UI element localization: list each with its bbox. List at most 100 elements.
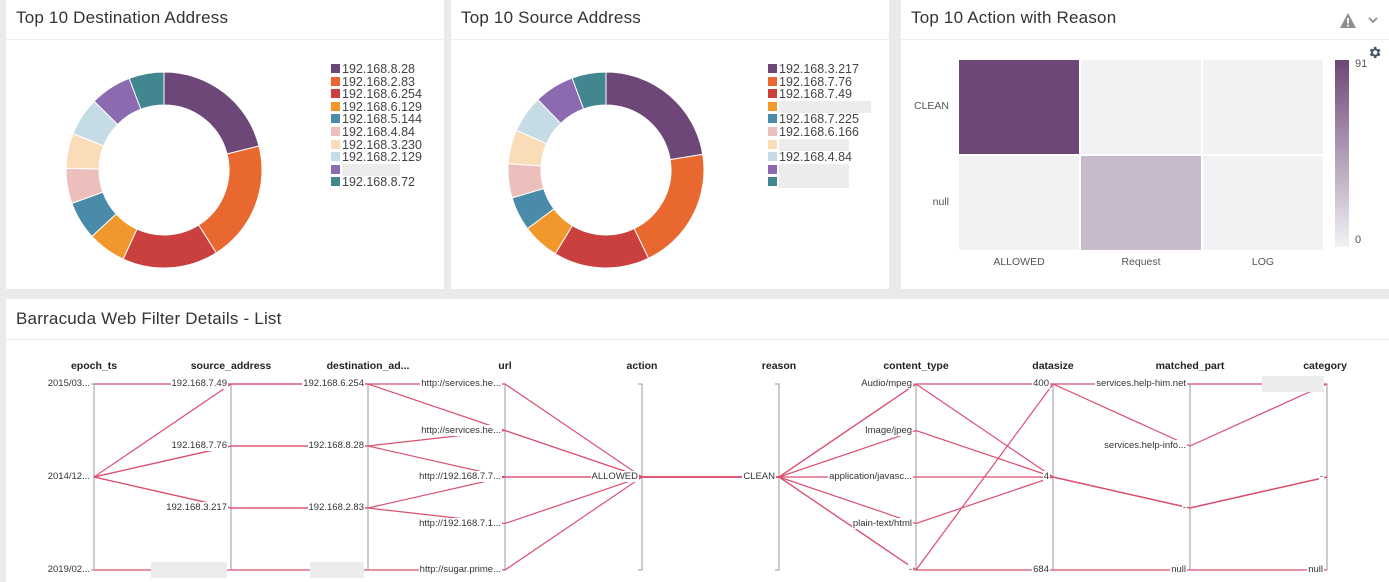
heatmap-scale-max: 91 xyxy=(1355,58,1368,70)
legend-item[interactable]: 192.168.6.129 xyxy=(331,99,422,114)
legend-item[interactable]: 192.168.8.72 xyxy=(331,176,415,189)
legend-item[interactable]: 192.168.7.49 xyxy=(768,88,852,101)
heatmap-cell[interactable] xyxy=(1203,156,1323,250)
chevron-down-icon[interactable] xyxy=(1367,15,1379,25)
redacted-label xyxy=(779,138,849,151)
axis-title[interactable]: source_address xyxy=(190,360,272,372)
heatmap-scale-bar xyxy=(1335,60,1349,247)
legend-item[interactable]: 192.168.4.84 xyxy=(768,151,852,164)
redacted-tick-label xyxy=(1262,376,1324,392)
legend-label: 192.168.7.76 xyxy=(779,74,852,89)
axis-tick-label: - xyxy=(1318,471,1324,482)
heatmap-cell[interactable] xyxy=(1203,60,1323,154)
axis-tick-label: 684 xyxy=(1032,564,1050,575)
legend-label: 192.168.8.72 xyxy=(342,175,415,190)
heatmap-cell[interactable] xyxy=(959,60,1079,154)
redacted-label xyxy=(779,100,871,113)
axis-title[interactable]: action xyxy=(626,360,658,372)
donut-chart-destination xyxy=(65,71,263,269)
axis-tick-label: 192.168.8.28 xyxy=(307,440,365,451)
legend-item[interactable] xyxy=(331,163,400,177)
axis-title[interactable]: epoch_ts xyxy=(70,360,118,372)
axis-line xyxy=(227,383,232,571)
legend-item[interactable] xyxy=(768,176,849,189)
donut-slice[interactable] xyxy=(605,71,704,161)
legend-item[interactable]: 192.168.7.225 xyxy=(768,113,859,126)
redacted-label xyxy=(779,163,849,176)
axis-line xyxy=(1186,383,1191,571)
legend-item[interactable]: 192.168.4.84 xyxy=(331,126,415,139)
heatmap-y-label: CLEAN xyxy=(913,100,949,112)
legend-item[interactable]: 192.168.8.28 xyxy=(331,63,415,76)
donut-slice[interactable] xyxy=(554,224,650,269)
donut-slice[interactable] xyxy=(163,71,260,155)
legend-item[interactable] xyxy=(768,100,871,114)
axis-title[interactable]: destination_ad... xyxy=(326,360,410,372)
divider xyxy=(6,339,1389,340)
heatmap-cell[interactable] xyxy=(959,156,1079,250)
axis-tick-label: 192.168.6.254 xyxy=(302,378,365,389)
axis-tick-label: 2014/12... xyxy=(46,471,91,482)
axis-title[interactable]: datasize xyxy=(1032,360,1074,372)
legend-swatch xyxy=(331,64,340,73)
legend-swatch xyxy=(768,127,777,136)
legend-label: 192.168.2.83 xyxy=(342,74,415,89)
legend-item[interactable]: 192.168.3.230 xyxy=(331,137,422,152)
panel-title: Top 10 Source Address xyxy=(461,8,641,27)
axis-title[interactable]: reason xyxy=(761,360,797,372)
legend-item[interactable] xyxy=(768,163,849,177)
legend-label: 192.168.6.129 xyxy=(342,99,422,114)
heatmap-cell[interactable] xyxy=(1081,60,1201,154)
warning-icon[interactable] xyxy=(1339,12,1357,29)
axis-tick-label: 400 xyxy=(1032,378,1050,389)
axis-title[interactable]: content_type xyxy=(883,360,949,372)
axis-tick-label: 192.168.7.49 xyxy=(170,378,228,389)
legend-label: 192.168.4.84 xyxy=(779,150,852,165)
axis-title[interactable]: category xyxy=(1303,360,1347,372)
axis-tick-label: plain-text/html xyxy=(851,517,913,529)
gear-icon[interactable] xyxy=(1367,45,1382,60)
legend-swatch xyxy=(331,76,340,86)
legend-item[interactable] xyxy=(768,138,849,152)
donut-slice[interactable] xyxy=(571,71,607,110)
axis-tick-label: http://192.168.7.7... xyxy=(418,471,502,482)
legend-item[interactable]: 192.168.5.144 xyxy=(331,113,422,126)
redacted-tick-label xyxy=(310,562,364,578)
legend-item[interactable]: 192.168.2.83 xyxy=(331,74,415,89)
legend-swatch xyxy=(331,101,340,111)
heatmap-cell[interactable] xyxy=(1081,156,1201,250)
legend-item[interactable]: 192.168.7.76 xyxy=(768,74,852,89)
panel-title: Top 10 Destination Address xyxy=(16,8,229,27)
legend-label: 192.168.3.230 xyxy=(342,137,422,152)
legend-item[interactable]: 192.168.3.217 xyxy=(768,63,859,76)
axis-title[interactable]: url xyxy=(498,360,512,372)
divider xyxy=(901,39,1389,40)
legend-swatch xyxy=(768,114,777,124)
heatmap-scale-min: 0 xyxy=(1355,234,1362,246)
donut-slice[interactable] xyxy=(197,145,263,254)
legend-label: 192.168.8.28 xyxy=(342,62,415,76)
legend-item[interactable]: 192.168.2.129 xyxy=(331,151,422,164)
record-line[interactable] xyxy=(94,383,1327,478)
panel-title: Barracuda Web Filter Details - List xyxy=(16,309,282,328)
donut-slice[interactable] xyxy=(122,224,217,269)
record-line[interactable] xyxy=(93,476,1328,525)
panel-title: Top 10 Action with Reason xyxy=(911,8,1117,27)
donut-slice[interactable] xyxy=(128,71,165,110)
legend-item[interactable]: 192.168.6.254 xyxy=(331,88,422,101)
legend-swatch xyxy=(768,164,777,174)
legend-label: 192.168.2.129 xyxy=(342,150,422,165)
legend-swatch xyxy=(768,139,777,149)
donut-slice[interactable] xyxy=(633,153,705,259)
axis-title[interactable]: matched_part xyxy=(1155,360,1225,372)
legend-label: 192.168.6.166 xyxy=(779,125,859,139)
legend-swatch xyxy=(331,164,340,174)
axis-tick-label: null xyxy=(1170,564,1187,575)
legend-item[interactable]: 192.168.6.166 xyxy=(768,126,859,139)
record-line[interactable] xyxy=(93,476,1327,571)
divider xyxy=(6,39,444,40)
legend-swatch xyxy=(768,177,777,187)
axis-line xyxy=(364,383,369,571)
